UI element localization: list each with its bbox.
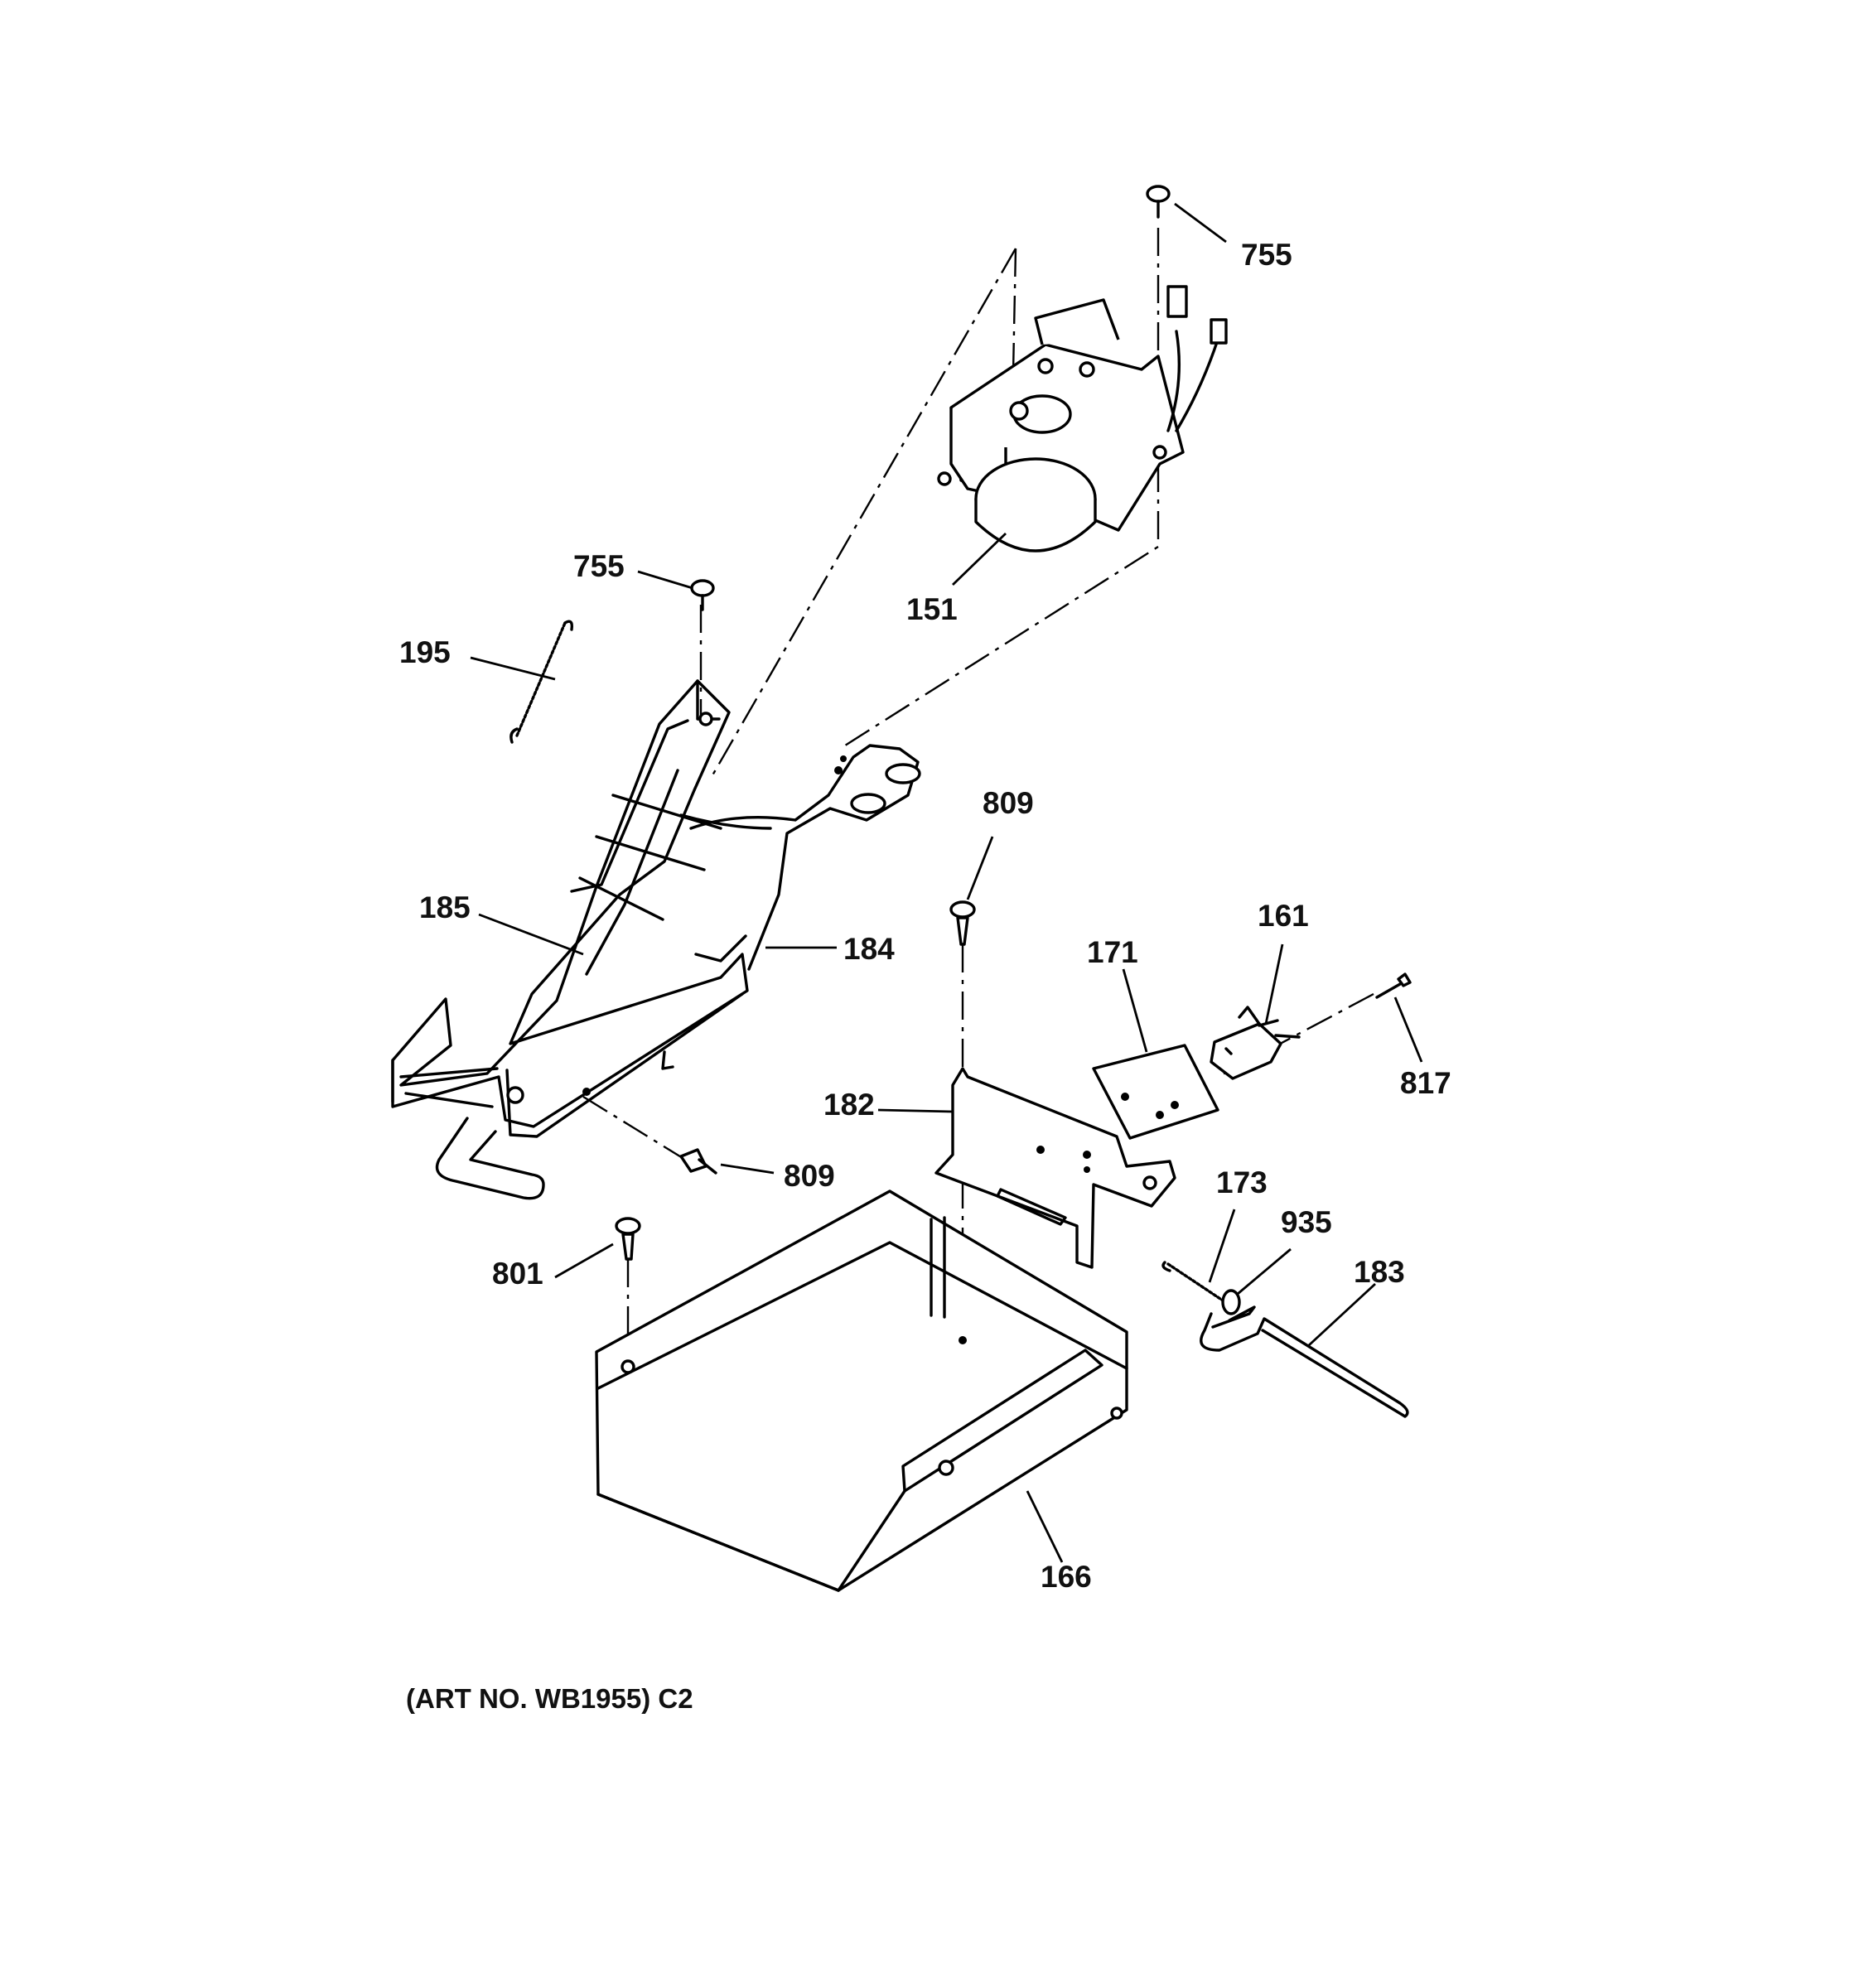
callout-801: 801 [492, 1257, 543, 1291]
washer-935 [1221, 1289, 1241, 1315]
art-number-caption: (ART NO. WB1955) C2 [406, 1683, 693, 1714]
screw-817 [1375, 972, 1412, 999]
rod-183 [1200, 1305, 1409, 1418]
callout-182: 182 [823, 1088, 875, 1122]
callout-151: 151 [906, 592, 958, 626]
spring-173 [1161, 1261, 1224, 1302]
callout-809-mid: 809 [983, 786, 1034, 820]
callout-809-low: 809 [784, 1159, 835, 1193]
callout-755-top: 755 [1241, 238, 1292, 272]
tray-166 [595, 1189, 1128, 1592]
callout-171: 171 [1087, 935, 1138, 969]
callout-161: 161 [1258, 899, 1309, 933]
callout-185: 185 [419, 890, 471, 924]
screw-755-top [1146, 185, 1171, 219]
screw-755-left [690, 579, 715, 611]
chute-185 [391, 679, 921, 1200]
screw-801 [615, 1217, 641, 1261]
switch-161 [1210, 1006, 1301, 1080]
callout-184: 184 [843, 932, 895, 966]
callout-755-left: 755 [573, 549, 625, 583]
callout-166: 166 [1041, 1560, 1092, 1594]
bracket-182 [934, 1067, 1176, 1269]
callout-817: 817 [1400, 1066, 1451, 1100]
spring-195 [509, 620, 574, 744]
leader-lines [470, 202, 1423, 1563]
callout-183: 183 [1354, 1255, 1405, 1289]
callout-935: 935 [1281, 1205, 1332, 1239]
screw-809-lower [679, 1148, 717, 1175]
callout-173: 173 [1216, 1165, 1268, 1199]
insulator-171 [1092, 1044, 1219, 1140]
callouts: 755 151 755 195 185 184 809 809 161 171 … [399, 238, 1451, 1594]
screw-809-mid [949, 900, 976, 946]
callout-195: 195 [399, 635, 451, 669]
motor-151 [937, 285, 1228, 552]
